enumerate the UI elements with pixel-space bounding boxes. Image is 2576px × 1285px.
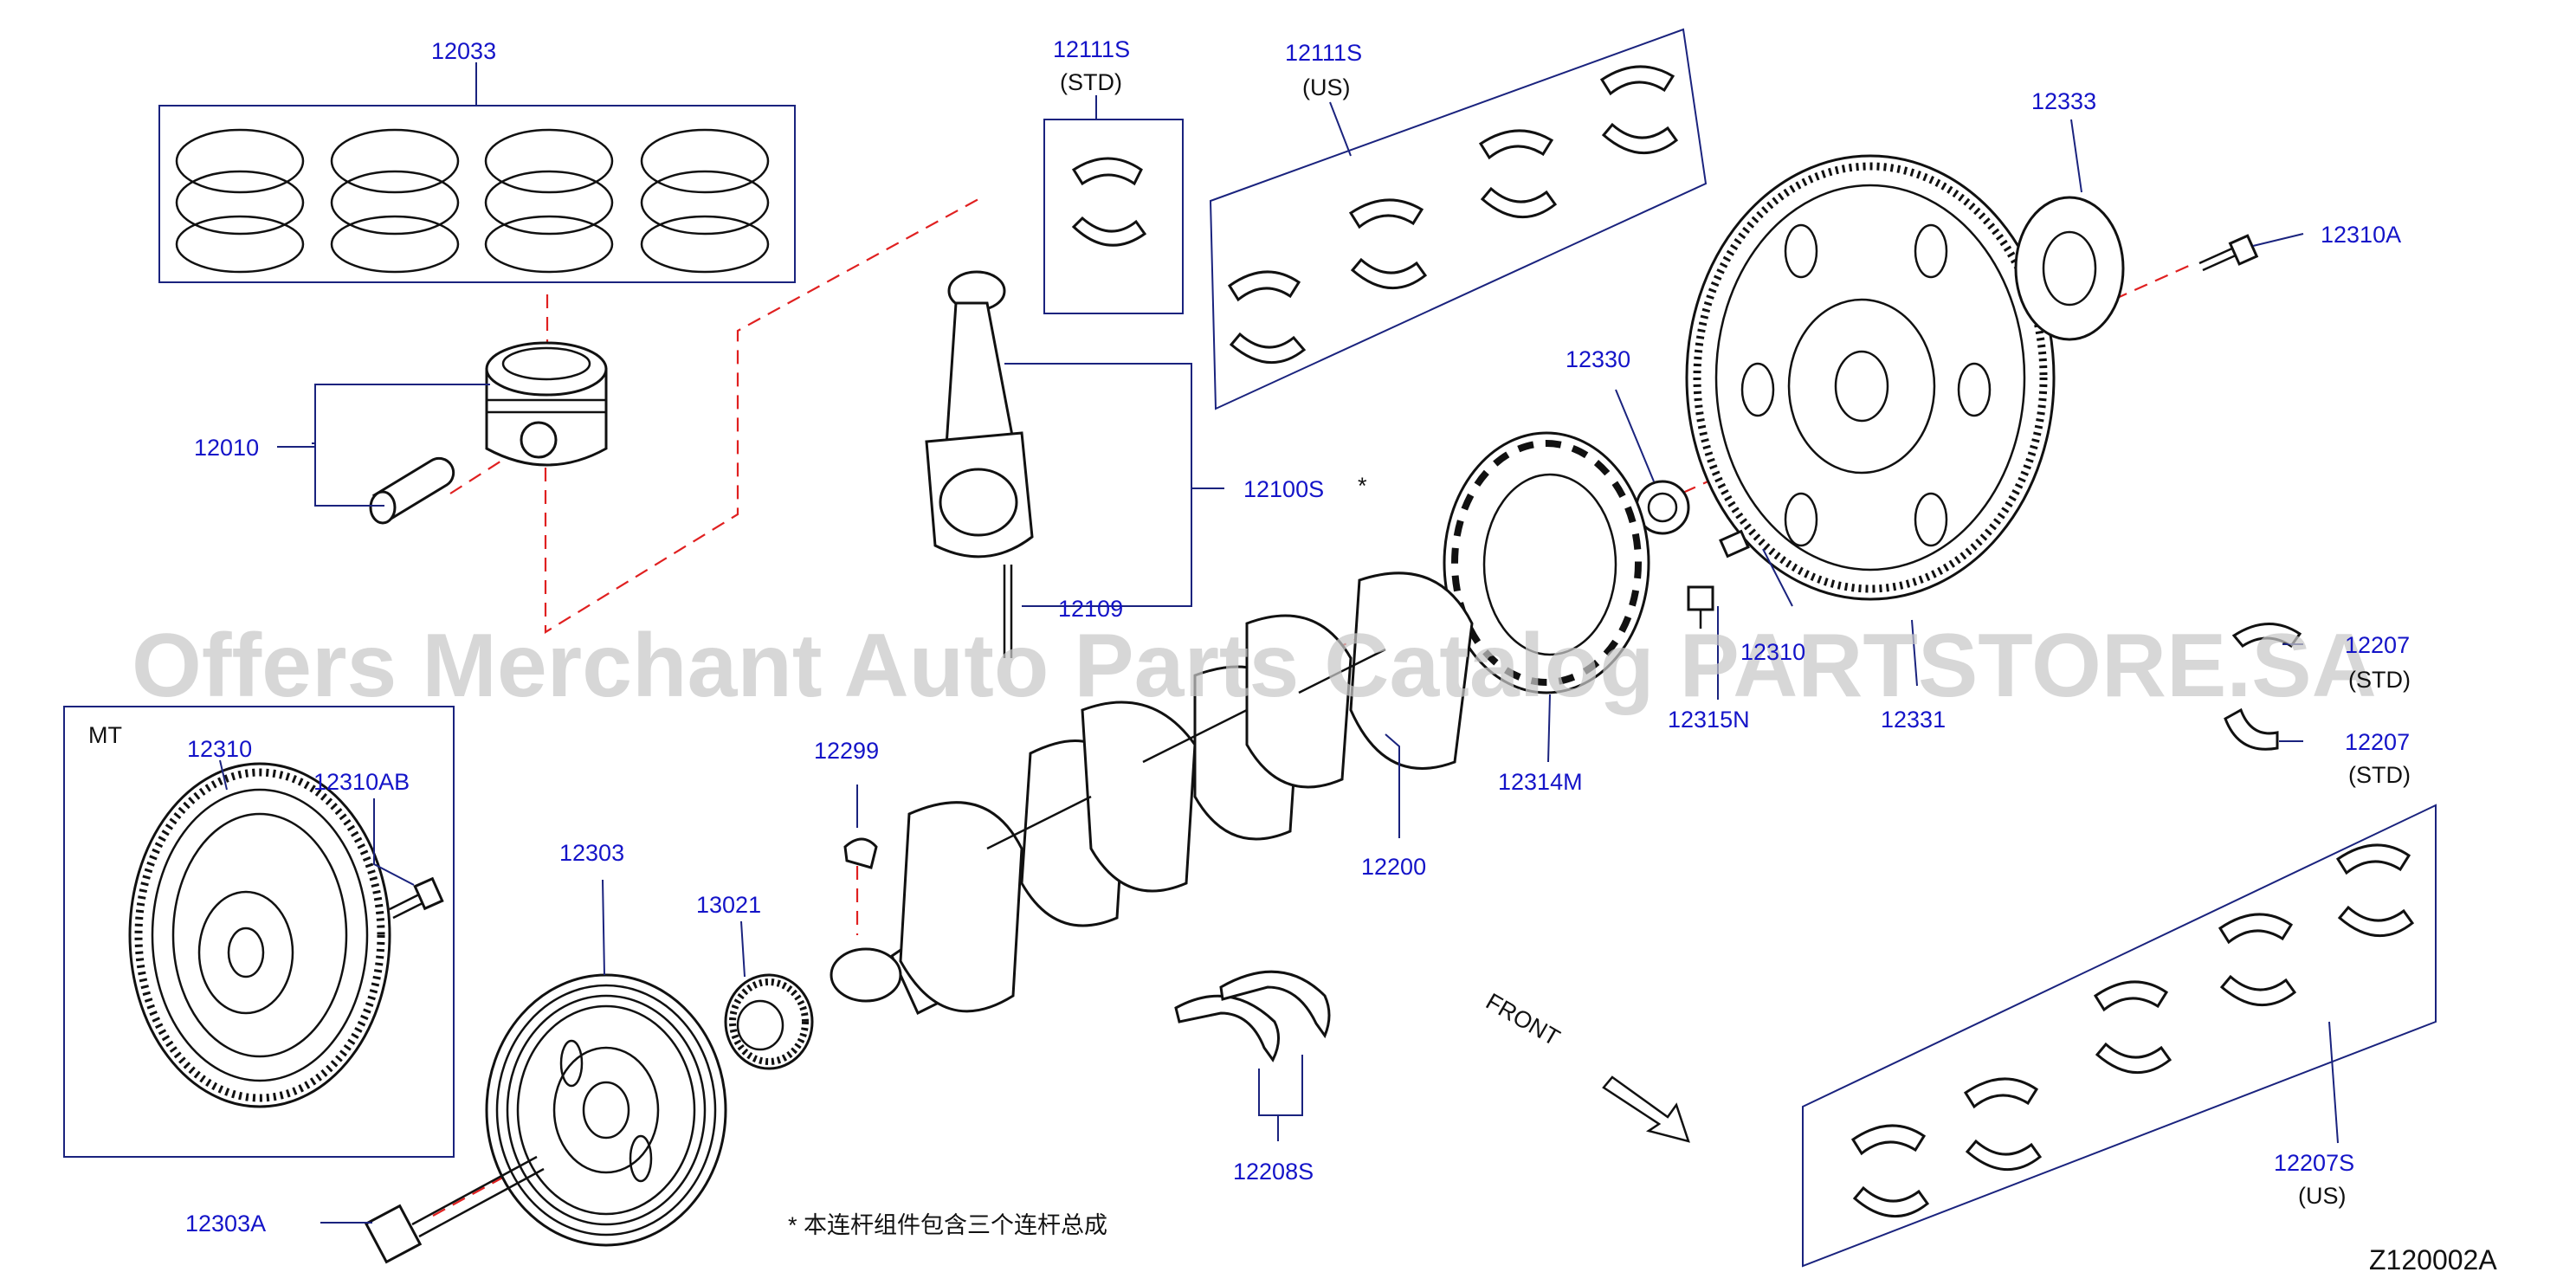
label-12330[interactable]: 12330 — [1566, 346, 1630, 372]
label-12333[interactable]: 12333 — [2031, 88, 2096, 114]
piston-ring-sets — [175, 128, 770, 274]
label-12207s[interactable]: 12207S — [2274, 1150, 2354, 1176]
drive-plate — [1685, 154, 2056, 601]
label-12109[interactable]: 12109 — [1058, 596, 1123, 622]
mt-flywheel-box — [63, 706, 455, 1158]
label-std-b: (STD) — [2348, 667, 2411, 693]
diagram-id: Z120002A — [2369, 1244, 2497, 1275]
reinforcement-plate — [2014, 196, 2125, 341]
label-12200[interactable]: 12200 — [1361, 854, 1426, 880]
label-12299[interactable]: 12299 — [814, 738, 879, 764]
pulley-bolt — [364, 1155, 545, 1264]
label-12010[interactable]: 12010 — [194, 435, 259, 461]
ring-set-4 — [640, 128, 770, 274]
thrust-bearings — [1174, 970, 1331, 1062]
footnote: * 本连杆组件包含三个连杆总成 — [788, 1212, 1107, 1238]
woodruff-key — [843, 837, 878, 869]
main-bearing-std-upper — [2231, 623, 2302, 649]
drive-plate-bolt — [2198, 234, 2259, 272]
main-bearing-us-box — [1802, 804, 2437, 1268]
pin-centerline — [449, 449, 519, 494]
watermark: Offers Merchant Auto Parts Catalog PARTS… — [132, 616, 2377, 716]
ring-set-3 — [484, 128, 614, 274]
label-12331[interactable]: 12331 — [1881, 707, 1946, 733]
label-12310[interactable]: 12310 — [187, 736, 252, 762]
piston — [485, 341, 608, 467]
main-bearing-std-lower — [2224, 707, 2279, 751]
ring-set-1 — [175, 128, 305, 274]
spacer-ring — [1635, 480, 1690, 535]
label-12111s-std[interactable]: 12111S — [1053, 36, 1130, 62]
front-arrow-icon — [1602, 1075, 1690, 1143]
label-12303[interactable]: 12303 — [559, 840, 624, 866]
label-mt: MT — [88, 722, 122, 748]
label-12208s[interactable]: 12208S — [1233, 1159, 1314, 1185]
label-asterisk: * — [1358, 473, 1367, 499]
label-us-b: (US) — [2298, 1183, 2347, 1209]
piston-rod-centerline — [544, 198, 979, 634]
label-std-c: (STD) — [2348, 762, 2411, 788]
label-13021[interactable]: 13021 — [696, 892, 761, 918]
label-12310-mid[interactable]: 12310 — [1740, 639, 1805, 665]
connecting-rod — [925, 270, 1034, 658]
crankshaft — [830, 571, 1474, 1016]
crank-sprocket — [724, 973, 814, 1070]
us-bearing-box — [1209, 28, 1708, 410]
label-12315n[interactable]: 12315N — [1668, 707, 1750, 733]
label-12100s[interactable]: 12100S — [1243, 476, 1324, 502]
piston-pin — [369, 456, 455, 525]
mt-flywheel — [128, 762, 391, 1108]
dowel-pin — [1719, 529, 1750, 559]
label-12303a[interactable]: 12303A — [185, 1211, 266, 1237]
std-rod-bearing — [1071, 157, 1147, 247]
label-12207[interactable]: 12207 — [2345, 729, 2410, 755]
plate-bolt-small — [1687, 585, 1714, 629]
label-12111s-us[interactable]: 12111S — [1285, 40, 1362, 66]
piston-ring-box — [158, 105, 796, 283]
crank-pulley — [485, 973, 727, 1247]
signal-plate — [1443, 431, 1650, 694]
us-rod-bearings — [1227, 65, 1679, 365]
label-12314m[interactable]: 12314M — [1498, 769, 1583, 795]
label-12033[interactable]: 12033 — [431, 38, 496, 64]
mt-flywheel-bolt — [389, 876, 444, 920]
label-us-a: (US) — [1302, 74, 1351, 100]
label-front: FRONT — [1482, 988, 1565, 1050]
std-bearing-box — [1043, 119, 1184, 314]
leader-lines — [219, 62, 2339, 1224]
label-12310ab[interactable]: 12310AB — [313, 769, 410, 795]
label-std-a: (STD) — [1060, 69, 1122, 95]
label-12310a[interactable]: 12310A — [2321, 222, 2401, 248]
main-bearings-us — [1850, 843, 2415, 1218]
label-12207-top[interactable]: 12207 — [2345, 632, 2410, 658]
ring-set-2 — [330, 128, 460, 274]
